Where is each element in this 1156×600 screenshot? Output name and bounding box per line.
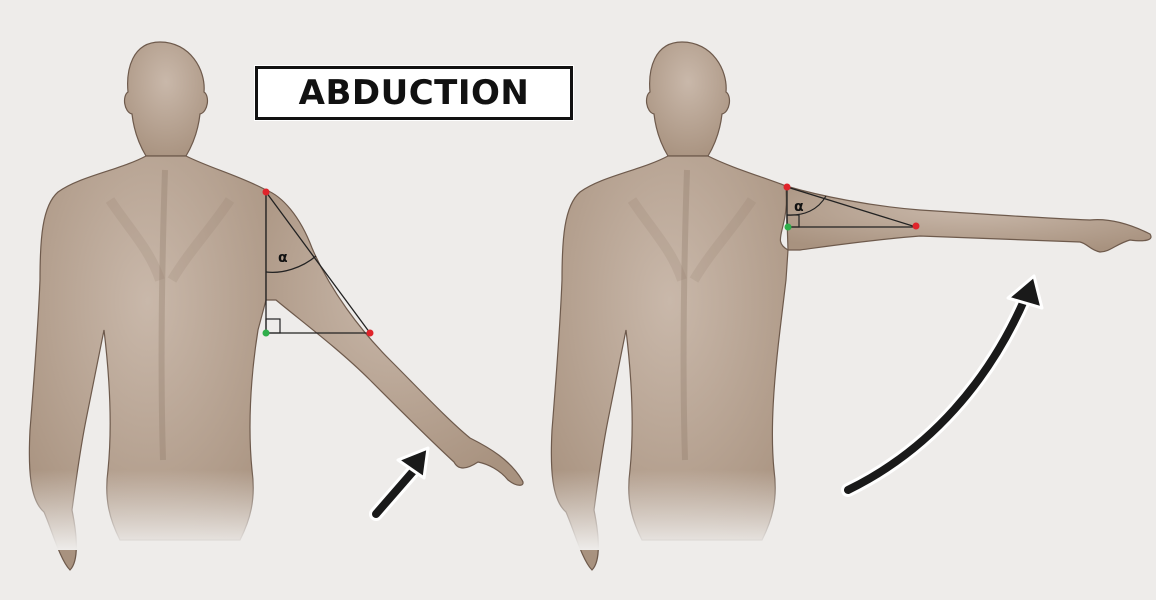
arrow-large	[841, 289, 1033, 497]
figure-right: α	[540, 41, 1152, 571]
angle-triangle-left: α	[262, 188, 374, 337]
vertex-red-top-left	[262, 188, 270, 196]
vertex-red-end-left	[366, 329, 374, 337]
title-box: ABDUCTION	[255, 66, 573, 120]
arm-right-figure	[785, 185, 1152, 253]
head-right	[645, 41, 731, 157]
figure-left: α	[20, 41, 524, 571]
angle-triangle-right: α	[783, 183, 920, 231]
vertex-red-end-right	[912, 222, 920, 230]
arm-left-figure	[265, 189, 524, 486]
angle-label-right: α	[794, 199, 804, 215]
vertex-red-top-right	[783, 183, 791, 191]
torso-left	[28, 155, 267, 571]
angle-label-left: α	[278, 250, 288, 266]
vertex-green-right	[784, 223, 792, 231]
diagram-title: ABDUCTION	[298, 73, 530, 113]
head-left	[123, 41, 209, 157]
vertex-green-left	[262, 329, 270, 337]
torso-right	[550, 155, 789, 571]
